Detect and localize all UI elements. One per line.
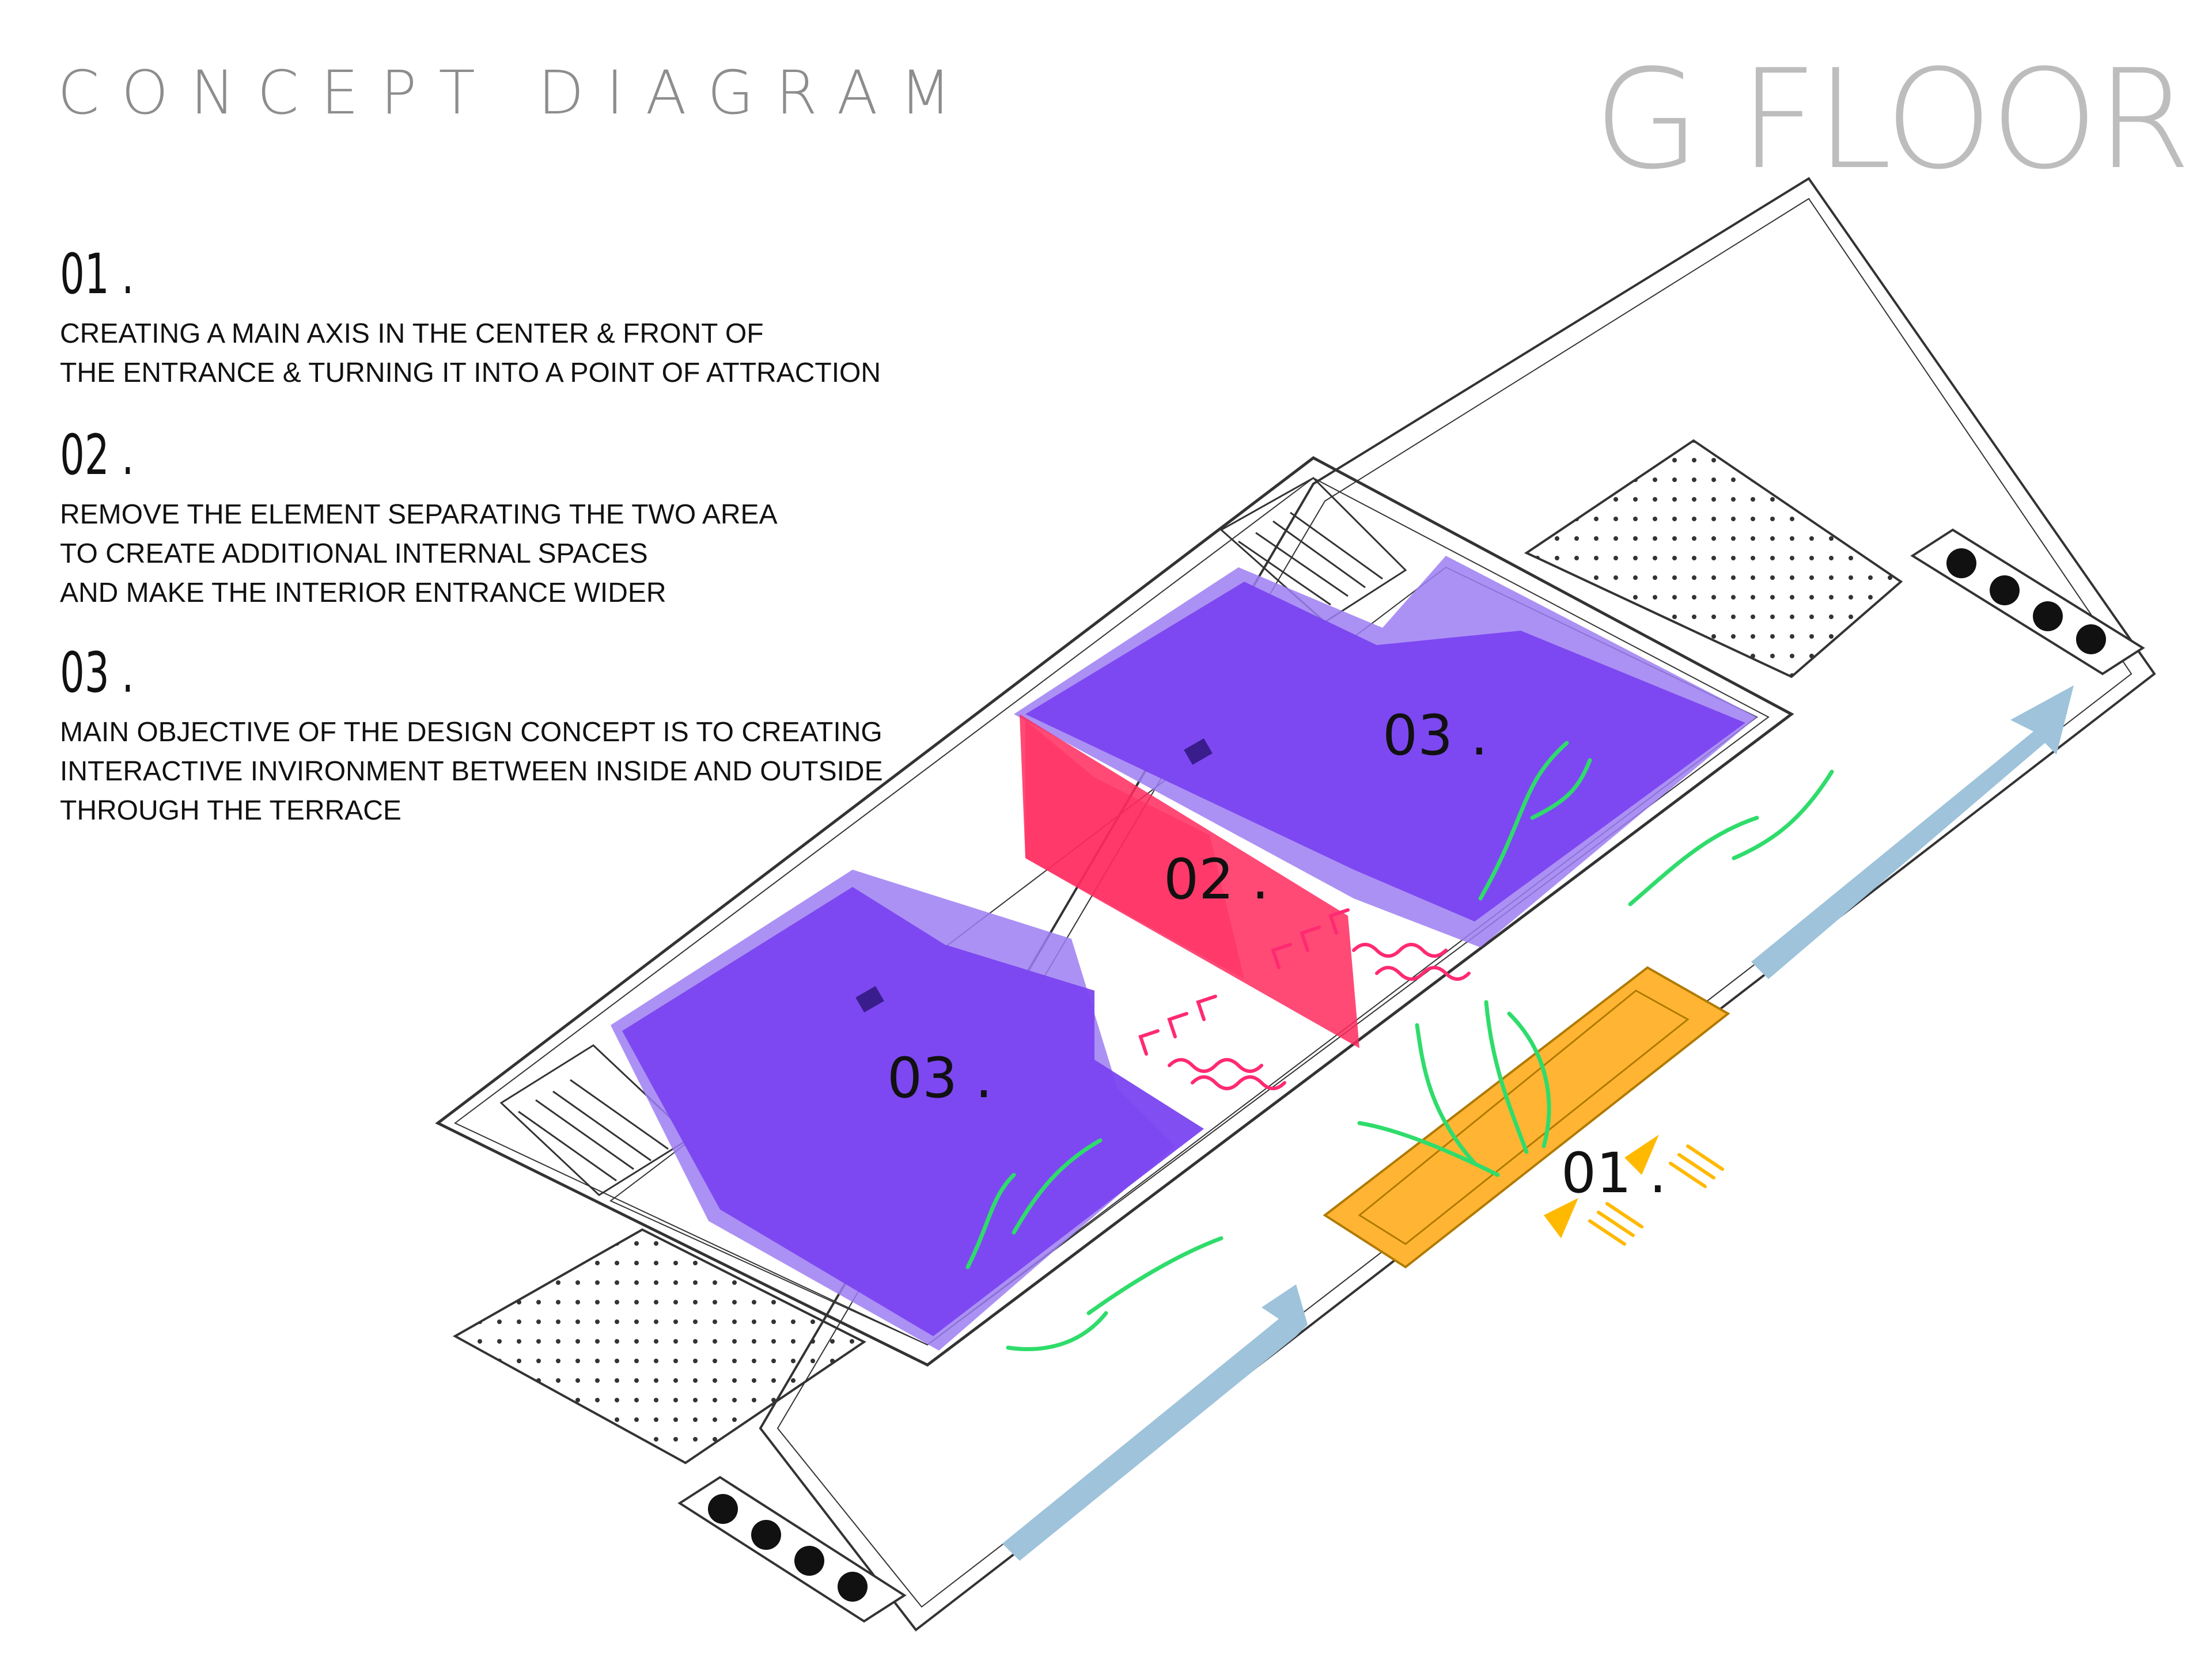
- flow-arrows: [965, 741, 1834, 1351]
- floor-title: G FLOOR: [1593, 40, 2191, 200]
- entry-arrow: [1328, 908, 1350, 935]
- entry-arrow: [1138, 1029, 1160, 1056]
- label-zone-02: 02 .: [1164, 847, 1269, 912]
- note-line: INTERACTIVE INVIRONMENT BETWEEN INSIDE A…: [60, 756, 883, 787]
- entry-arrow: [1196, 995, 1217, 1021]
- entry-arrows: [1138, 908, 1471, 1090]
- label-zone-03-bottom: 03 .: [887, 1046, 993, 1110]
- zone-01: [1323, 966, 1730, 1269]
- note-02: 02 . REMOVE THE ELEMENT SEPARATING THE T…: [60, 427, 959, 613]
- axis-arrows: [1002, 685, 2074, 1561]
- column-marker: [1184, 738, 1213, 765]
- flow-arrow: [1507, 1011, 1551, 1148]
- note-number: 03 .: [60, 640, 134, 705]
- flow-arrow: [1530, 758, 1592, 820]
- flow-arrow: [1012, 1138, 1103, 1235]
- note-line: TO CREATE ADDITIONAL INTERNAL SPACES: [60, 538, 648, 569]
- flow-arrow: [1086, 1236, 1224, 1315]
- flow-arrow: [1006, 1311, 1108, 1351]
- zone-03-fill: [622, 887, 1204, 1336]
- label-zone-01: 01 .: [1561, 1141, 1666, 1205]
- note-line: THROUGH THE TERRACE: [60, 795, 402, 826]
- wave-line: [1375, 966, 1471, 981]
- note-line: THE ENTRANCE & TURNING IT INTO A POINT O…: [60, 358, 881, 388]
- attraction-dashes: [1588, 1144, 1724, 1246]
- wave-line: [1352, 943, 1448, 958]
- zone-03-bottom: [611, 870, 1204, 1351]
- planter-bottom: [452, 1228, 866, 1465]
- zone-01-fill: [1323, 966, 1730, 1269]
- note-line: MAIN OBJECTIVE OF THE DESIGN CONCEPT IS …: [60, 717, 882, 748]
- note-line: AND MAKE THE INTERIOR ENTRANCE WIDER: [60, 578, 666, 608]
- note-line: CREATING A MAIN AXIS IN THE CENTER & FRO…: [60, 318, 764, 349]
- note-03: 03 . MAIN OBJECTIVE OF THE DESIGN CONCEP…: [60, 645, 959, 830]
- attraction-arrows: [1544, 1135, 1724, 1246]
- staircase-top: [1219, 477, 1407, 623]
- wave-line: [1191, 1075, 1286, 1090]
- attraction-arrow: [1544, 1198, 1578, 1238]
- flow-arrow: [1628, 816, 1759, 907]
- flow-arrow: [1357, 1121, 1500, 1177]
- axis-arrow-top: [1751, 685, 2074, 979]
- entry-arrow: [1271, 943, 1292, 969]
- entry-arrow: [1167, 1012, 1188, 1038]
- zone-02: [1020, 714, 1359, 1048]
- note-line: REMOVE THE ELEMENT SEPARATING THE TWO AR…: [60, 499, 778, 530]
- fan-unit-bottom: [677, 1476, 907, 1623]
- attraction-arrow: [1624, 1135, 1659, 1175]
- zone-03-top: [1014, 556, 1757, 947]
- zone-02-shade: [1025, 720, 1244, 979]
- planter-top: [1524, 439, 1903, 678]
- note-01: 01 . CREATING A MAIN AXIS IN THE CENTER …: [60, 246, 959, 393]
- entry-arrow: [1300, 926, 1321, 952]
- building-outline: [435, 456, 1794, 1367]
- flow-arrow: [1478, 741, 1569, 901]
- label-zone-03-top: 03 .: [1382, 703, 1488, 768]
- flow-arrow: [965, 1173, 1016, 1269]
- note-number: 01 .: [60, 242, 134, 306]
- flow-arrow: [1484, 1000, 1529, 1154]
- column-marker: [855, 986, 884, 1012]
- zone-03-fill: [1025, 582, 1745, 921]
- note-number: 02 .: [60, 423, 134, 487]
- fan-unit-top: [1910, 528, 2145, 676]
- flow-arrow: [1732, 769, 1834, 860]
- wave-line: [1168, 1058, 1263, 1073]
- flow-arrow: [1415, 1023, 1477, 1166]
- page-title: CONCEPT DIAGRAM: [58, 58, 974, 128]
- axis-arrow-bottom: [1002, 1284, 1308, 1561]
